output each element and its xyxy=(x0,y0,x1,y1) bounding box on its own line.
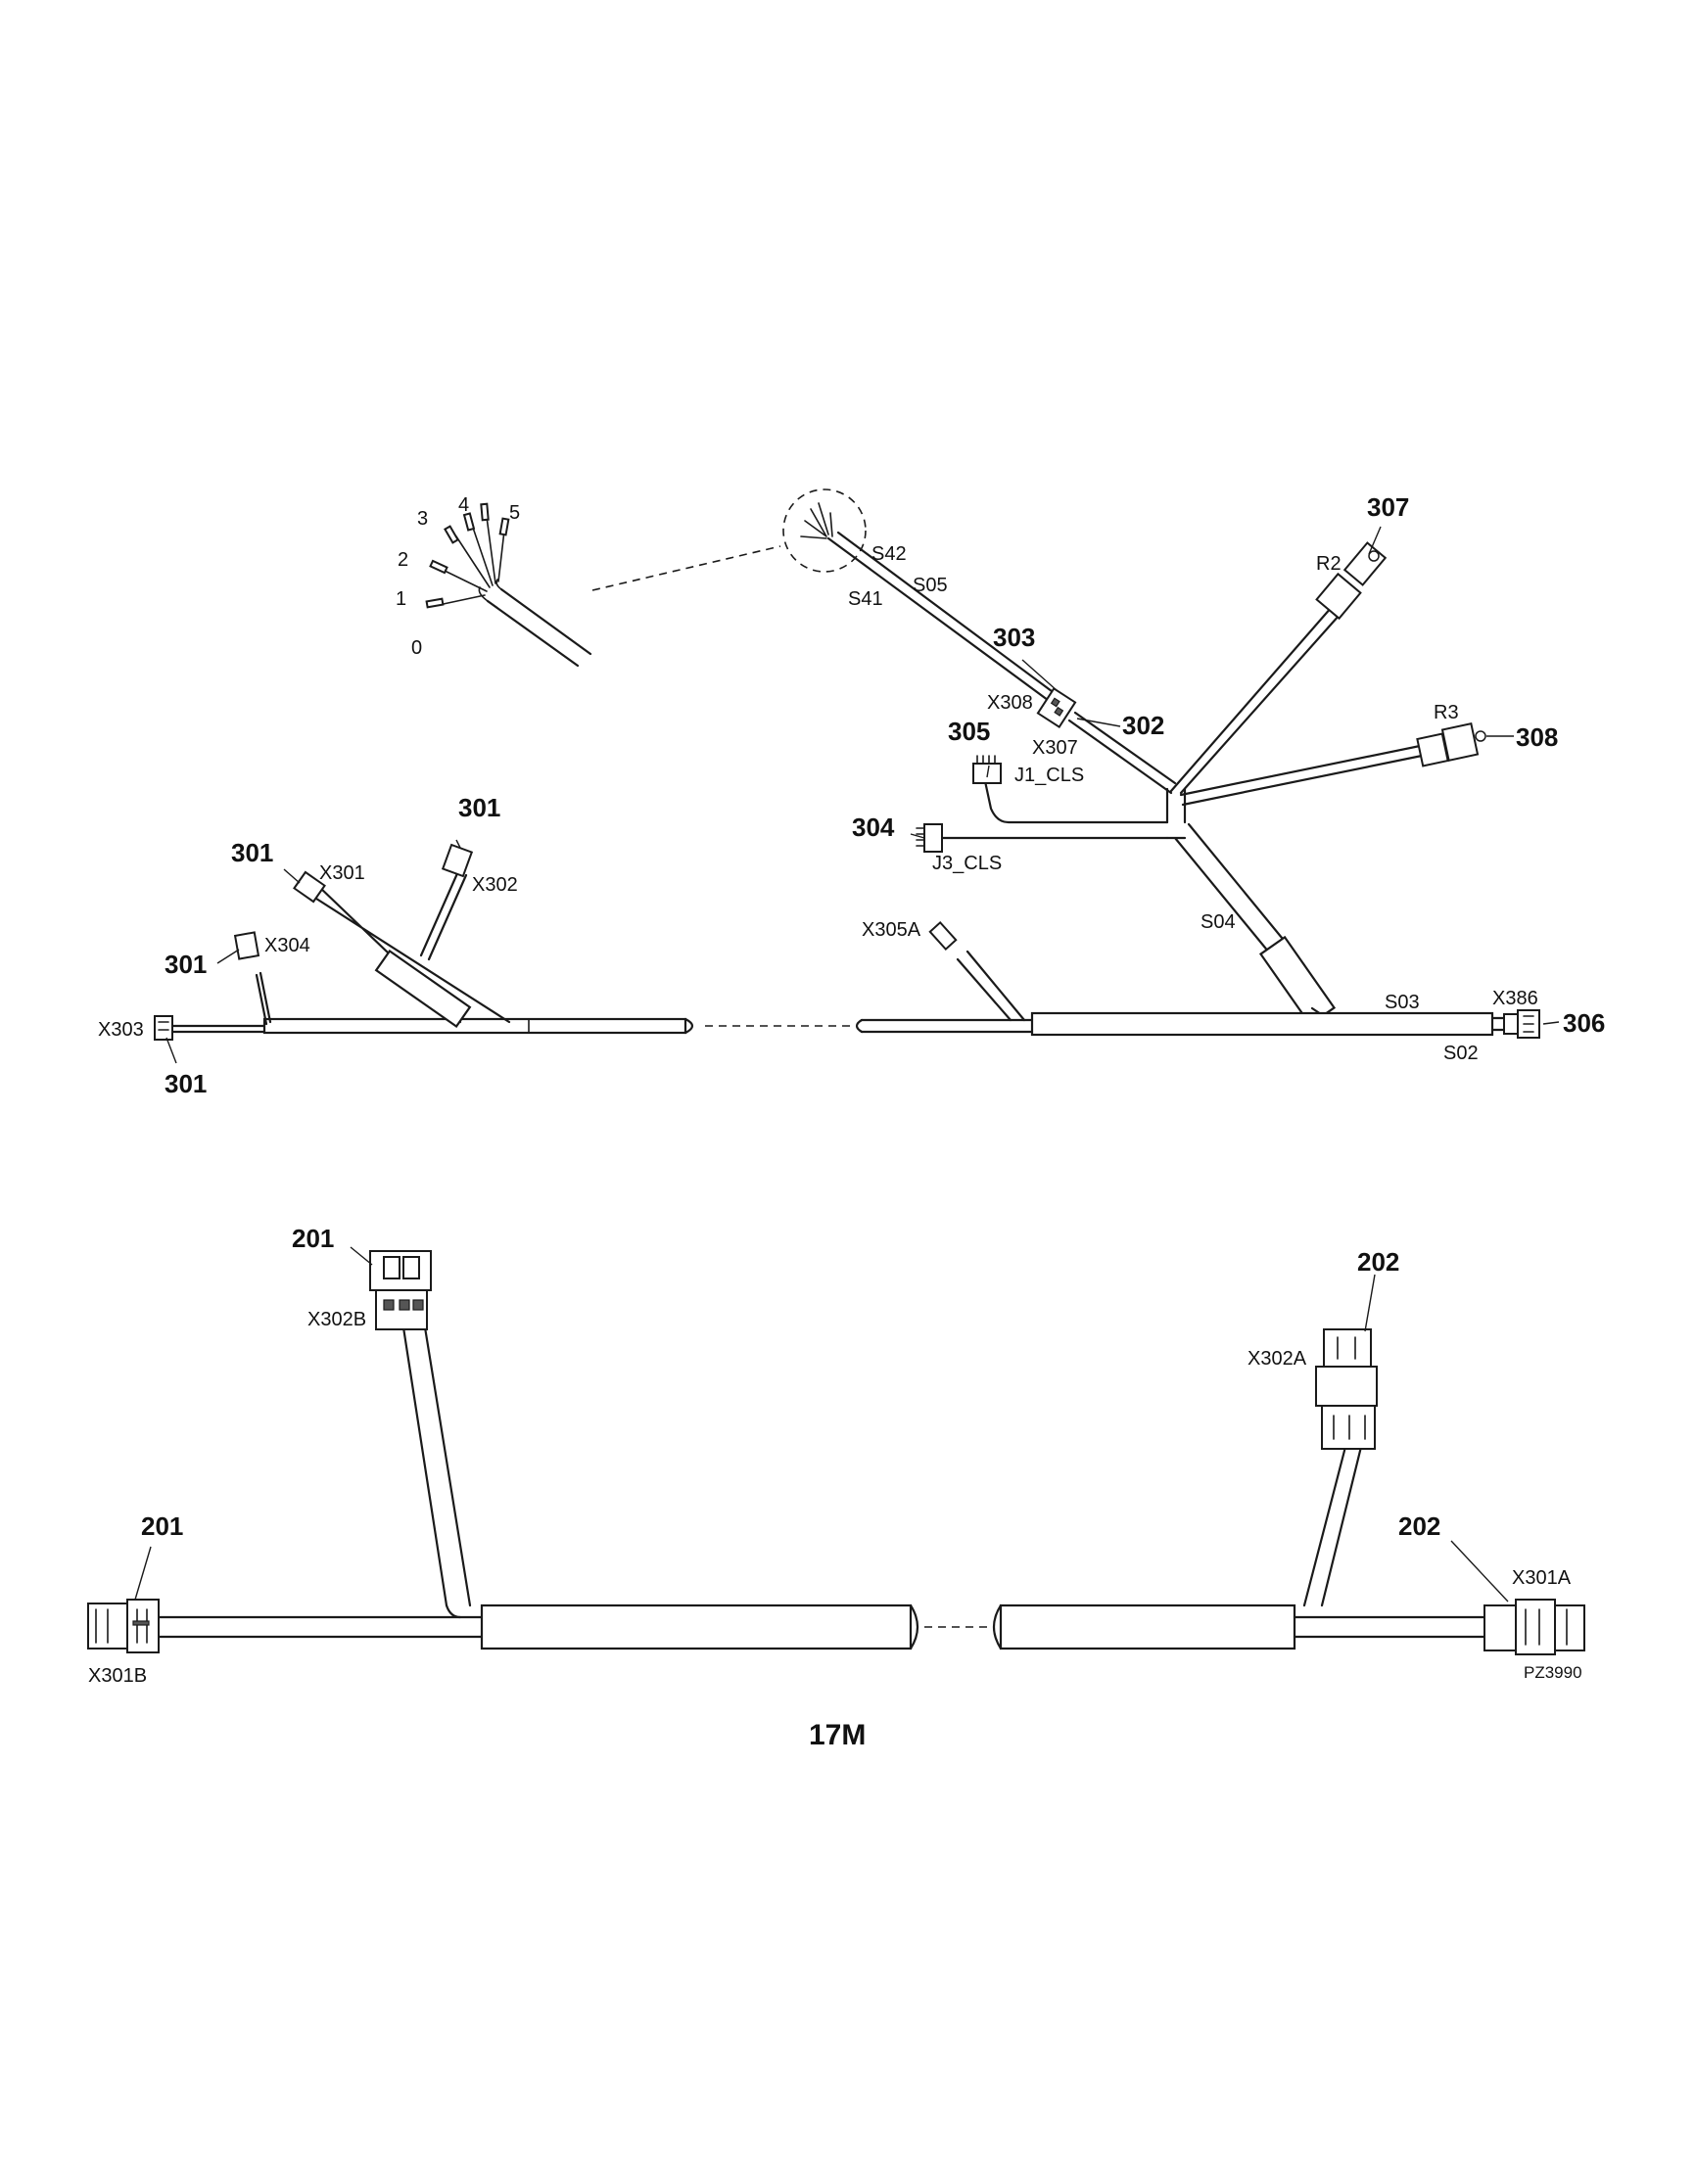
callout-304: 304 xyxy=(852,813,895,842)
trunk-sleeve-right xyxy=(1030,1011,1494,1037)
label-x308: X308 xyxy=(987,692,1033,714)
label-j1-cls: J1_CLS xyxy=(1014,765,1084,786)
callout-307: 307 xyxy=(1367,492,1409,522)
label-x301b: X301B xyxy=(88,1665,147,1687)
branch-x304 xyxy=(255,971,272,1026)
pin-wires xyxy=(438,516,505,606)
connector-x304 xyxy=(233,931,260,960)
callout-301-b: 301 xyxy=(231,838,273,867)
label-x305a: X305A xyxy=(862,919,921,941)
pin-label-1: 1 xyxy=(396,588,406,610)
callout-302: 302 xyxy=(1122,711,1164,740)
connector-x308-x307 xyxy=(1036,686,1077,729)
label-x303: X303 xyxy=(98,1019,144,1041)
diagram-title: 17M xyxy=(809,1719,866,1751)
callout-202-top: 202 xyxy=(1357,1247,1399,1277)
relay-r3-connector xyxy=(1416,722,1486,767)
bottom-sleeve-right xyxy=(999,1603,1296,1650)
label-x304: X304 xyxy=(264,935,310,956)
branch-x302a xyxy=(1302,1445,1363,1607)
callout-201-top: 201 xyxy=(292,1224,334,1253)
branch-to-junction xyxy=(1067,711,1177,795)
callout-301-c: 301 xyxy=(165,950,207,979)
relay-r2-connector xyxy=(1315,541,1388,621)
pin-detail-view: 3 4 5 2 1 0 xyxy=(396,494,592,668)
branch-r2 xyxy=(1169,605,1342,795)
trunk-sleeve-left xyxy=(262,1017,687,1035)
label-s02: S02 xyxy=(1443,1043,1479,1064)
connector-j3-cls xyxy=(916,823,943,853)
bottom-harness: 201 202 201 202 X302B X302A X301A X301B … xyxy=(87,1224,1585,1687)
label-s03: S03 xyxy=(1385,992,1420,1013)
top-harness: 3 4 5 2 1 0 xyxy=(98,488,1605,1098)
callout-301-d: 301 xyxy=(165,1069,207,1098)
callout-303: 303 xyxy=(993,623,1035,652)
callout-306: 306 xyxy=(1563,1008,1605,1038)
callout-301-a: 301 xyxy=(458,793,500,822)
connector-x305a xyxy=(928,920,958,952)
connector-x386 xyxy=(1503,1009,1540,1039)
callout-308: 308 xyxy=(1516,722,1558,752)
connector-j1-cls xyxy=(972,755,1002,784)
pin-label-5: 5 xyxy=(509,502,520,524)
callout-202-right: 202 xyxy=(1398,1511,1440,1541)
detail-link-line xyxy=(591,545,781,591)
label-s04: S04 xyxy=(1201,911,1236,933)
label-x302b: X302B xyxy=(307,1309,366,1330)
label-x386: X386 xyxy=(1492,988,1538,1009)
pin-label-4: 4 xyxy=(458,494,469,516)
label-s41: S41 xyxy=(848,588,883,610)
branch-cls xyxy=(938,779,1169,840)
label-s42: S42 xyxy=(871,543,907,565)
branch-x302 xyxy=(419,869,468,961)
branch-x302b xyxy=(401,1325,472,1607)
branch-x301 xyxy=(311,883,511,1024)
connector-x303 xyxy=(154,1015,173,1041)
label-x302a: X302A xyxy=(1248,1348,1307,1370)
label-s05: S05 xyxy=(913,575,948,596)
pin-terminals xyxy=(425,502,510,609)
pin-label-3: 3 xyxy=(417,508,428,530)
pin-label-2: 2 xyxy=(398,549,408,571)
detail-circle xyxy=(782,488,867,573)
branch-s05 xyxy=(826,531,1061,705)
sleeve-s04 xyxy=(1258,935,1337,1027)
connector-x301 xyxy=(293,870,326,904)
label-x301: X301 xyxy=(319,862,365,884)
label-x307: X307 xyxy=(1032,737,1078,759)
connector-x301a xyxy=(1483,1599,1585,1655)
connector-x301b xyxy=(87,1599,160,1653)
label-r3: R3 xyxy=(1434,702,1459,723)
drawing-number: PZ3990 xyxy=(1524,1663,1582,1682)
label-x301a: X301A xyxy=(1512,1567,1572,1589)
connector-x302b xyxy=(369,1250,432,1330)
connector-x302 xyxy=(441,843,474,878)
label-r2: R2 xyxy=(1316,553,1342,575)
label-j3-cls: J3_CLS xyxy=(932,853,1002,874)
bottom-sleeve-left xyxy=(480,1603,913,1650)
branch-r3 xyxy=(1179,744,1424,807)
callout-201-left: 201 xyxy=(141,1511,183,1541)
callout-305: 305 xyxy=(948,717,990,746)
label-x302: X302 xyxy=(472,874,518,896)
pin-label-0: 0 xyxy=(411,637,422,659)
connector-x302a xyxy=(1315,1328,1378,1450)
branch-x305a xyxy=(956,950,1026,1022)
detail-cable xyxy=(486,587,592,668)
